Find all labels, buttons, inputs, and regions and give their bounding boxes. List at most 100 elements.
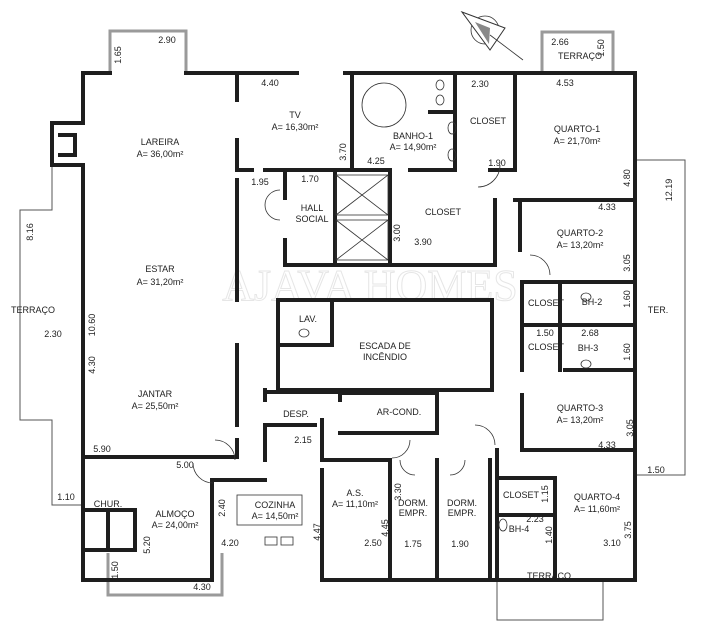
room-ter: TER. bbox=[648, 305, 669, 315]
dimension: 1.10 bbox=[57, 492, 75, 502]
room-estar: ESTAR bbox=[145, 264, 175, 274]
dimension: 2.40 bbox=[217, 499, 227, 517]
room-cozinha: COZINHA bbox=[255, 500, 296, 510]
area-banho1: A= 14,90m² bbox=[390, 142, 437, 152]
dimension: 4.33 bbox=[598, 202, 616, 212]
area-lareira: A= 36,00m² bbox=[137, 149, 184, 159]
room-terraco: TERRAÇO bbox=[558, 51, 602, 61]
area-quarto1: A= 21,70m² bbox=[554, 136, 601, 146]
dimension: 1.15 bbox=[540, 485, 550, 503]
dimension: 3.90 bbox=[414, 237, 432, 247]
dimension: 2.30 bbox=[471, 79, 489, 89]
dimension: 1.50 bbox=[110, 561, 120, 579]
dimension: 1.70 bbox=[301, 174, 319, 184]
area-quarto4: A= 11,60m² bbox=[574, 504, 620, 514]
room-dorm-empr-2b: EMPR. bbox=[448, 508, 477, 518]
room-almoco: ALMOÇO bbox=[155, 509, 194, 519]
room-terraco: TERRAÇO bbox=[527, 571, 571, 581]
dimension: 4.20 bbox=[221, 538, 239, 548]
dimension: 12.19 bbox=[664, 179, 674, 202]
area-cozinha: A= 14,50m² bbox=[252, 511, 299, 521]
area-estar: A= 31,20m² bbox=[137, 277, 184, 287]
room-bh3: BH-3 bbox=[578, 343, 599, 353]
room-lav: LAV. bbox=[299, 314, 317, 324]
area-as: A= 11,10m² bbox=[332, 499, 378, 509]
dimension: 1.95 bbox=[251, 177, 269, 187]
dimension: 3.75 bbox=[623, 521, 633, 539]
room-dorm-empr-2: DORM. bbox=[447, 498, 477, 508]
area-quarto2: A= 13,20m² bbox=[557, 240, 604, 250]
room-as: A.S. bbox=[346, 488, 363, 498]
room-bh2: BH-2 bbox=[582, 297, 603, 307]
dimension: 1.75 bbox=[404, 539, 422, 549]
room-lareira: LAREIRA bbox=[141, 137, 180, 147]
dimension: 3.05 bbox=[622, 254, 632, 272]
room-dorm-empr-1: DORM. bbox=[398, 498, 428, 508]
room-closet: CLOSET bbox=[470, 116, 507, 126]
dimension: 1.90 bbox=[451, 539, 469, 549]
dimension: 4.53 bbox=[556, 78, 574, 88]
dimension: 4.25 bbox=[367, 156, 385, 166]
dimension: 4.30 bbox=[193, 582, 211, 592]
dimension: 4.80 bbox=[622, 169, 632, 187]
room-tv: TV bbox=[289, 110, 301, 120]
dimension: 3.00 bbox=[392, 224, 402, 242]
dimension: 4.45 bbox=[380, 519, 390, 537]
room-closet: CLOSET bbox=[503, 490, 540, 500]
room-labels: LAREIRA A= 36,00m² TV A= 16,30m² BANHO-1… bbox=[11, 51, 668, 581]
dimension: 1.40 bbox=[544, 526, 554, 544]
room-hall-social: SOCIAL bbox=[295, 214, 328, 224]
dimension: 3.70 bbox=[338, 143, 348, 161]
dimension: 3.05 bbox=[625, 419, 635, 437]
room-desp: DESP. bbox=[283, 409, 309, 419]
dimension: 1.60 bbox=[622, 343, 632, 361]
dimension: 8.16 bbox=[25, 223, 35, 241]
room-arcond: AR-COND. bbox=[377, 407, 422, 417]
room-banho1: BANHO-1 bbox=[393, 131, 433, 141]
dimension: 4.47 bbox=[312, 523, 322, 541]
dimension: 2.30 bbox=[44, 329, 62, 339]
room-closet: CLOSET bbox=[425, 207, 462, 217]
dimension: 1.50 bbox=[596, 39, 606, 57]
dimension: 4.33 bbox=[598, 440, 616, 450]
dimension: 5.90 bbox=[93, 444, 111, 454]
room-quarto1: QUARTO-1 bbox=[554, 124, 600, 134]
dimension: 1.50 bbox=[536, 328, 554, 338]
room-bh4: BH-4 bbox=[509, 524, 530, 534]
dimension: 2.23 bbox=[526, 514, 544, 524]
room-closet: CLOSET bbox=[528, 298, 565, 308]
walls bbox=[50, 71, 637, 582]
north-arrow-icon bbox=[460, 10, 524, 61]
room-dorm-empr-1b: EMPR. bbox=[399, 508, 428, 518]
dimension-labels: 2.90 1.65 4.40 3.70 1.95 1.70 4.25 2.30 … bbox=[25, 35, 674, 592]
dimension: 2.66 bbox=[551, 37, 569, 47]
watermark: AJAVA HOMES bbox=[222, 261, 517, 310]
dimension: 5.20 bbox=[142, 536, 152, 554]
dimension: 3.10 bbox=[603, 538, 621, 548]
area-almoco: A= 24,00m² bbox=[152, 520, 199, 530]
room-terraco: TERRAÇO bbox=[11, 305, 55, 315]
room-chur: CHUR. bbox=[94, 499, 123, 509]
dimension: 1.50 bbox=[647, 465, 665, 475]
dimension: 3.30 bbox=[393, 483, 403, 501]
area-quarto3: A= 13,20m² bbox=[557, 415, 604, 425]
dimension: 2.90 bbox=[158, 35, 176, 45]
dimension: 4.30 bbox=[87, 356, 97, 374]
room-hall: HALL bbox=[301, 203, 324, 213]
room-closet: CLOSET bbox=[528, 342, 565, 352]
area-tv: A= 16,30m² bbox=[272, 122, 319, 132]
room-quarto3: QUARTO-3 bbox=[557, 403, 603, 413]
terrace-outlines bbox=[19, 29, 686, 621]
dimension: 2.50 bbox=[364, 538, 382, 548]
dimension: 5.00 bbox=[176, 460, 194, 470]
room-jantar: JANTAR bbox=[138, 389, 173, 399]
room-quarto2: QUARTO-2 bbox=[557, 228, 603, 238]
dimension: 2.68 bbox=[581, 328, 599, 338]
room-escada: ESCADA DE bbox=[359, 341, 411, 351]
dimension: 10.60 bbox=[87, 314, 97, 337]
dimension: 4.40 bbox=[261, 78, 279, 88]
dimension: 1.65 bbox=[113, 46, 123, 64]
fixtures bbox=[192, 79, 592, 546]
dimension: 2.15 bbox=[294, 435, 312, 445]
